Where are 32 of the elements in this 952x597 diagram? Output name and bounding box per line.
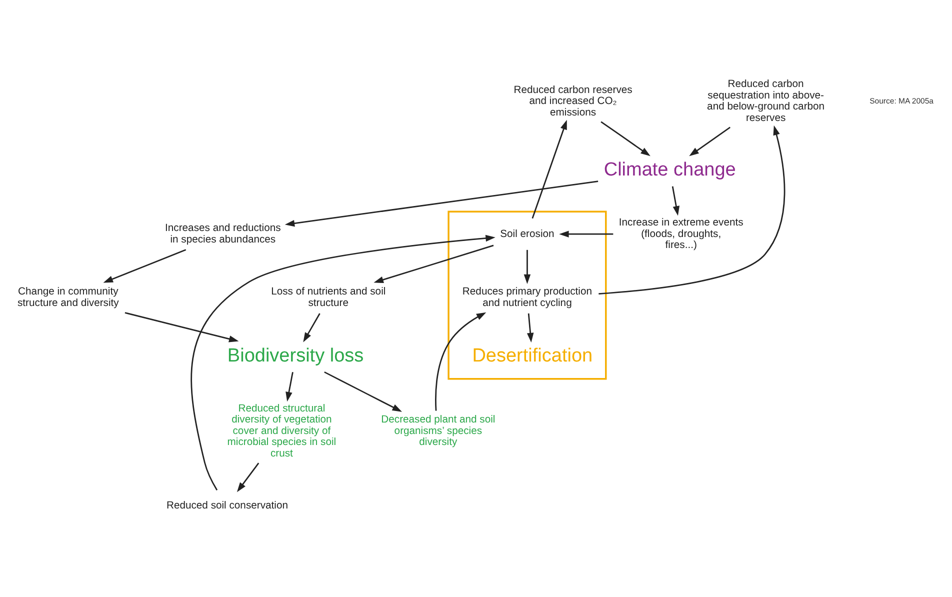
arrow (190, 234, 496, 490)
node-text: Increases and reductions in species abundances (165, 223, 281, 246)
node-text: Reduced soil conservation (166, 500, 288, 512)
node-text: Reduced carbon sequestration into above- and below-ground carbon reserves (707, 79, 825, 124)
node-text: Reduces primary production and nutrient cycling (462, 286, 592, 309)
node-text: Biodiversity loss (227, 345, 364, 366)
node-text: Climate change (604, 159, 736, 180)
arrow (124, 312, 239, 342)
arrow (526, 313, 534, 343)
node-text: Change in community structure and diversity (18, 286, 119, 309)
arrow (286, 372, 294, 402)
node-text: Soil erosion (500, 228, 554, 240)
arrow (524, 250, 531, 284)
arrow (600, 121, 650, 156)
arrow (532, 120, 567, 219)
arrow (559, 230, 614, 238)
node-text: Reduced structural diversity of vegetation cover and diversity of microbial species in soil crust (227, 403, 336, 460)
node-text: Loss of nutrients and soil structure (271, 286, 386, 309)
arrow (324, 371, 402, 412)
arrow (598, 125, 786, 295)
arrow (284, 180, 598, 227)
arrow (303, 313, 320, 342)
arrow (374, 244, 494, 284)
arrow (236, 462, 260, 492)
node-text: Decreased plant and soil organisms’ species diversity (381, 414, 496, 448)
node-text: Reduced carbon reserves and increased CO₂ emissions (514, 84, 632, 118)
arrow (103, 249, 186, 283)
node-text: Increase in extreme events (floods, droughts, fires...) (618, 218, 744, 252)
arrow (672, 186, 680, 216)
arrow (689, 126, 730, 156)
label: Source: MA 2005a (870, 96, 934, 106)
arrow (435, 312, 486, 411)
